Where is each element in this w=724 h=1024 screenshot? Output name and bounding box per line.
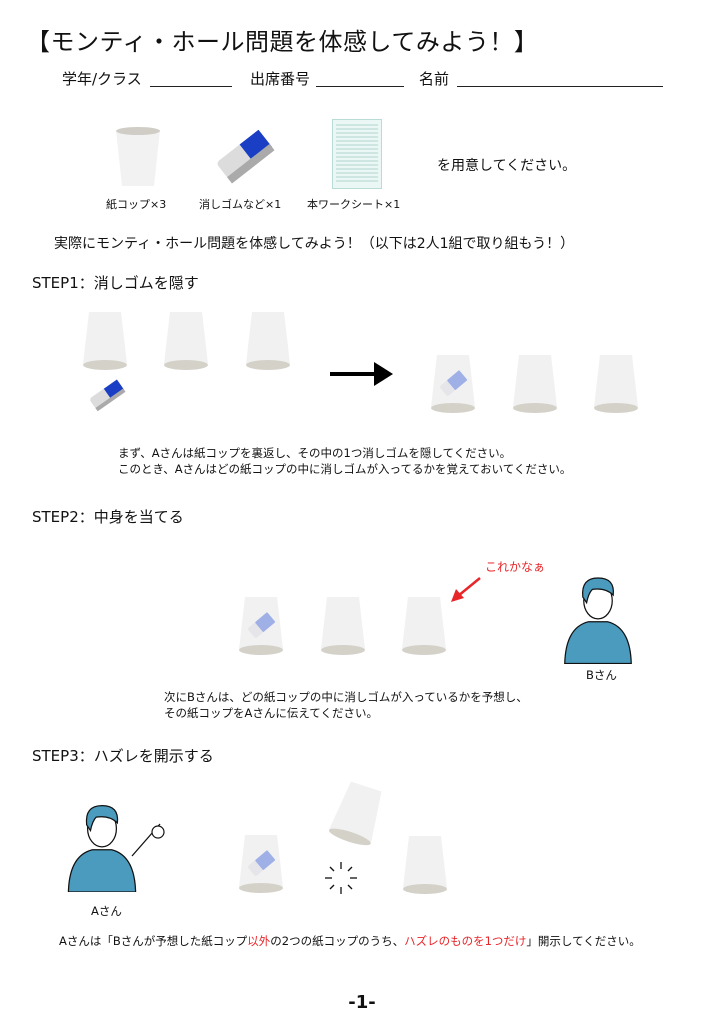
step1-line: このとき、Aさんはどの紙コップの中に消しゴムが入ってるかを覚えておいてください。 bbox=[118, 462, 572, 476]
page-number: -1- bbox=[348, 992, 376, 1013]
step3-instruction: Aさんは「Bさんが予想した紙コップ以外の2つの紙コップのうち、ハズレのものを1つ… bbox=[59, 933, 641, 949]
person-a-label: Aさん bbox=[91, 904, 122, 918]
page-title: 【モンティ・ホール問題を体感してみよう！】 bbox=[26, 28, 539, 56]
cup-with-eraser-icon bbox=[238, 597, 284, 657]
cup-icon bbox=[245, 312, 291, 372]
name-field[interactable] bbox=[457, 86, 663, 87]
cup-icon bbox=[82, 312, 128, 372]
step3-heading: STEP3：ハズレを開示する bbox=[32, 747, 214, 765]
cup-icon bbox=[402, 836, 448, 896]
seat-number-label: 出席番号 bbox=[250, 70, 311, 88]
supplies-suffix: を用意してください。 bbox=[437, 158, 577, 174]
step2-line: その紙コップをAさんに伝えてください。 bbox=[164, 706, 378, 720]
cup-icon bbox=[163, 312, 209, 372]
cup-icon bbox=[320, 597, 366, 657]
supply-label: 消しゴムなど×1 bbox=[199, 198, 282, 211]
name-label: 名前 bbox=[419, 70, 450, 88]
grade-class-field[interactable] bbox=[150, 86, 232, 87]
cup-with-eraser-icon bbox=[238, 835, 284, 895]
instruction-part: の2つの紙コップのうち、 bbox=[270, 934, 405, 948]
person-b-label: Bさん bbox=[586, 668, 617, 682]
worksheet-icon bbox=[332, 119, 382, 189]
intro-text: 実際にモンティ・ホール問題を体感してみよう！（以下は2人1組で取り組もう！） bbox=[54, 236, 575, 252]
cup-icon bbox=[512, 355, 558, 415]
paper-cup-icon bbox=[116, 127, 160, 186]
step2-heading: STEP2：中身を当てる bbox=[32, 508, 184, 526]
step2-line: 次にBさんは、どの紙コップの中に消しゴムが入っているかを予想し、 bbox=[164, 690, 528, 704]
step1-line: まず、Aさんは紙コップを裏返し、その中の1つ消しゴムを隠してください。 bbox=[118, 446, 512, 460]
cup-icon bbox=[593, 355, 639, 415]
supply-label: 紙コップ×3 bbox=[106, 198, 167, 211]
instruction-highlight: ハズレのものを1つだけ bbox=[404, 934, 527, 948]
grade-class-label: 学年/クラス bbox=[62, 70, 142, 88]
supply-label: 本ワークシート×1 bbox=[307, 198, 401, 211]
step1-heading: STEP1：消しゴムを隠す bbox=[32, 274, 199, 292]
lifted-cup-icon bbox=[326, 779, 388, 850]
red-arrow-icon bbox=[451, 577, 481, 602]
step1-text: まず、Aさんは紙コップを裏返し、その中の1つ消しゴムを隠してください。 このとき… bbox=[118, 445, 571, 477]
step2-text: 次にBさんは、どの紙コップの中に消しゴムが入っているかを予想し、 その紙コップを… bbox=[164, 689, 528, 721]
person-b-illustration bbox=[560, 568, 636, 664]
instruction-part: 」開示してください。 bbox=[526, 934, 641, 948]
seat-number-field[interactable] bbox=[316, 86, 404, 87]
cup-with-eraser-icon bbox=[430, 355, 476, 415]
instruction-part: Aさんは「Bさんが予想した紙コップ bbox=[59, 934, 248, 948]
eraser-icon bbox=[90, 379, 126, 412]
cup-icon bbox=[401, 597, 447, 657]
person-a-illustration bbox=[67, 804, 165, 892]
sparkle-icon bbox=[325, 862, 357, 894]
eraser-icon bbox=[217, 129, 275, 184]
arrow-right-icon bbox=[330, 362, 393, 386]
speech-text: これかなぁ bbox=[485, 560, 546, 574]
instruction-highlight: 以外 bbox=[247, 934, 271, 948]
